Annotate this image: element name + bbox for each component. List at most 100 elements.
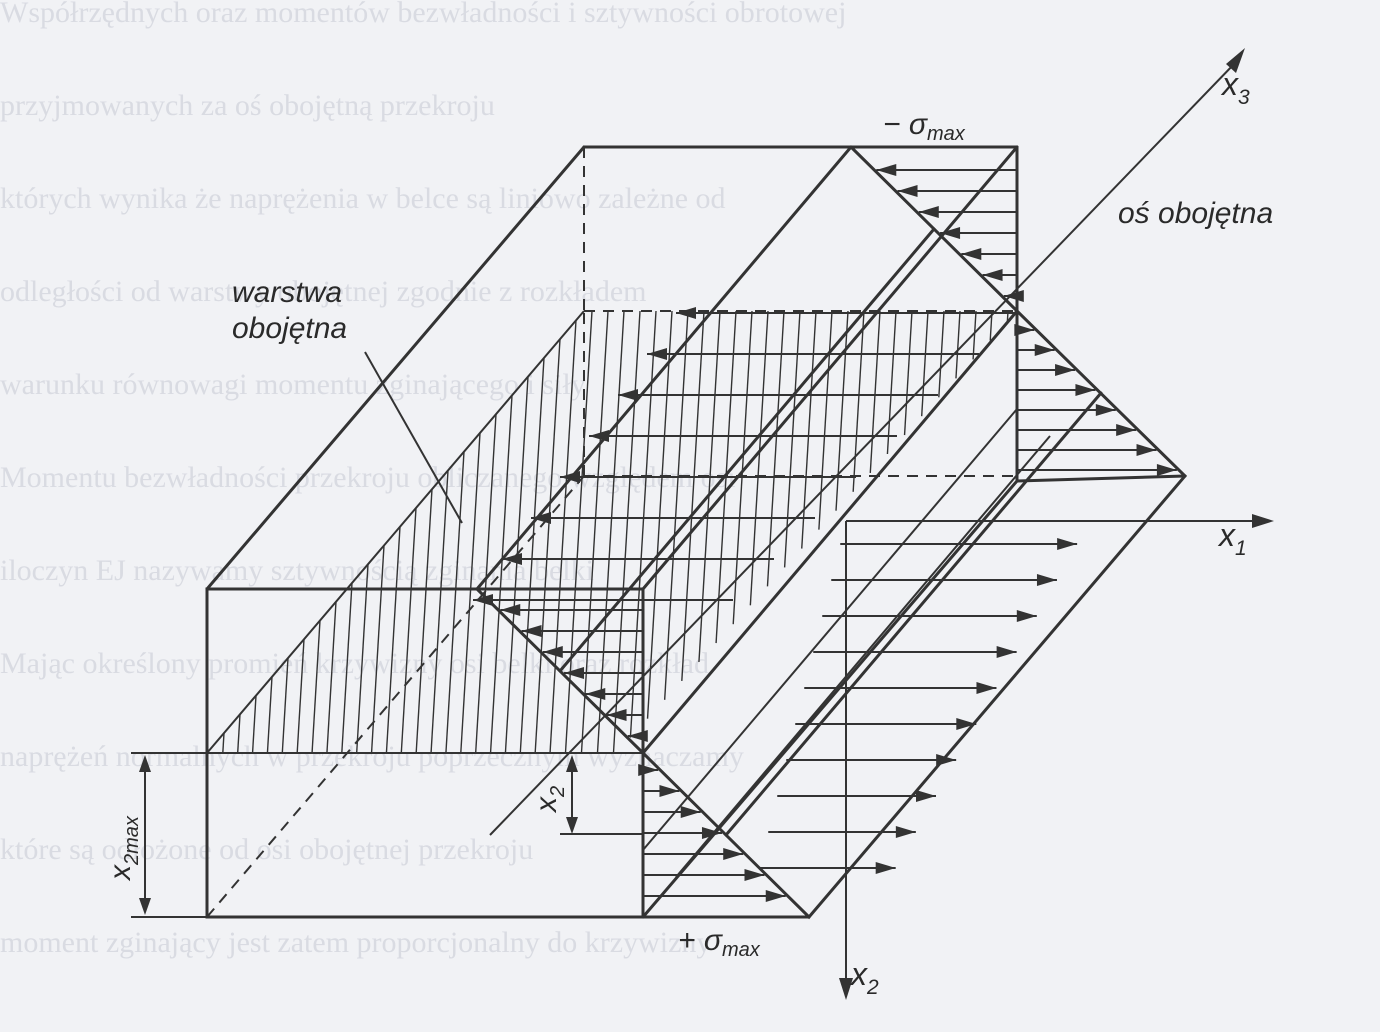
stress-arrowhead xyxy=(1136,444,1157,456)
hatch-line xyxy=(311,620,321,754)
hatch-line xyxy=(474,414,497,754)
stress-arrowhead xyxy=(659,785,680,797)
background-show-through-text: Współrzędnych oraz momentów bezwładności… xyxy=(0,0,846,959)
hatch-line xyxy=(732,310,753,625)
hatch-line xyxy=(663,310,689,700)
stress-arrowhead xyxy=(1003,290,1024,302)
x1-arrowhead xyxy=(1252,514,1274,528)
neutral-layer-label-line1: warstwa xyxy=(232,276,342,309)
hatch-line xyxy=(341,582,353,754)
hatch-line xyxy=(251,695,257,754)
stress-arrowhead xyxy=(996,646,1017,658)
stress-arrowhead xyxy=(647,348,667,360)
stress-arrowhead xyxy=(618,389,638,401)
stress-arrowhead xyxy=(1055,364,1076,376)
x3-axis xyxy=(489,61,1237,836)
stress-arrowhead xyxy=(897,185,918,197)
hatch-line xyxy=(972,310,977,360)
stress-arrowhead xyxy=(1156,464,1177,476)
stress-arrowhead xyxy=(956,718,977,730)
hatch-line xyxy=(818,310,833,530)
stress-arrowhead xyxy=(701,827,722,839)
hatch-line xyxy=(489,395,513,754)
sigma-max-compression-label: − σmax xyxy=(883,108,966,145)
stress-arrowhead xyxy=(982,269,1003,281)
stress-arrowhead xyxy=(1014,324,1035,336)
stress-arrowhead xyxy=(875,862,896,874)
stress-arrowhead xyxy=(961,248,982,260)
hatch-line xyxy=(326,601,337,754)
x2-dimension-label: x2 xyxy=(530,786,569,814)
stress-arrowhead xyxy=(502,553,522,565)
ghost-text-line: moment zginający jest zatem proporcjonal… xyxy=(0,926,711,959)
hatch-line xyxy=(236,714,241,754)
stress-arrowhead xyxy=(676,307,696,319)
hatch-line xyxy=(296,639,305,754)
hatch-line xyxy=(355,564,369,754)
stress-arrowhead xyxy=(473,594,493,606)
neutral-layer-label-line2: obojętna xyxy=(232,312,347,345)
hatch-line xyxy=(400,507,417,754)
stress-arrowhead xyxy=(1036,574,1057,586)
ghost-text-line: warunku równowagi momentu zginającego i … xyxy=(0,368,586,401)
stress-arrowhead xyxy=(895,826,916,838)
hatch-line xyxy=(445,451,465,754)
hatch-line xyxy=(596,310,625,754)
stress-arrowhead xyxy=(940,227,961,239)
stress-arrowhead xyxy=(564,667,585,679)
neutral-layer-leader xyxy=(364,351,463,524)
stress-arrowhead xyxy=(1034,344,1055,356)
stress-arrowhead xyxy=(876,164,897,176)
hatch-line xyxy=(415,489,433,754)
hatch-line xyxy=(681,310,705,681)
hatch-line xyxy=(783,310,801,568)
hatch-line xyxy=(920,310,929,417)
labels: warstwa obojętna oś obojętna − σmax + σm… xyxy=(104,66,1273,999)
ghost-text-line: odległości od warstwy obojętnej zgodnie … xyxy=(0,275,646,308)
hatch-line xyxy=(549,320,577,754)
stress-arrowhead xyxy=(723,848,744,860)
stress-arrowhead xyxy=(680,806,701,818)
coordinate-axes xyxy=(489,48,1274,1000)
hatch-line xyxy=(766,310,785,587)
hatch-line xyxy=(460,432,481,754)
stress-arrowhead xyxy=(1016,610,1037,622)
stress-arrowhead xyxy=(765,890,786,902)
hatch-line xyxy=(852,310,865,492)
hatch-line xyxy=(749,310,769,606)
ghost-text-line: przyjmowanych za oś obojętną przekroju xyxy=(0,89,495,122)
stress-arrowhead xyxy=(500,604,521,616)
hatch-line xyxy=(281,657,289,754)
hatch-line xyxy=(385,526,401,754)
stress-arrowhead xyxy=(606,709,627,721)
stress-arrows xyxy=(473,164,1177,902)
ghost-text-line: które są odłożone od osi obojętnej przek… xyxy=(0,833,533,866)
hatch-line xyxy=(534,339,561,754)
hatch-line xyxy=(646,310,673,719)
hatch-line xyxy=(612,310,641,754)
hatch-line xyxy=(903,310,913,436)
x2max-dimension-label: x2max xyxy=(104,815,143,882)
x2-arrowhead xyxy=(839,978,853,1000)
hatch-line xyxy=(222,733,225,754)
hatch-line xyxy=(430,470,449,754)
stress-arrowhead xyxy=(976,682,997,694)
hatch-line xyxy=(869,310,881,473)
beam-block-edges xyxy=(205,145,1188,920)
stress-arrowhead xyxy=(918,206,939,218)
stress-arrowhead xyxy=(1116,424,1137,436)
stress-arrowhead xyxy=(585,688,606,700)
stress-arrowhead xyxy=(542,646,563,658)
hatch-line xyxy=(886,310,897,455)
neutral-axis-label: oś obojętna xyxy=(1118,197,1273,230)
hatch-line xyxy=(955,310,961,379)
ghost-text-line: których wynika że naprężenia w belce są … xyxy=(0,182,726,215)
stress-arrowhead xyxy=(1075,384,1096,396)
dimension-lines xyxy=(131,351,643,918)
hatch-line xyxy=(504,376,529,754)
hatch-line xyxy=(266,676,273,754)
x1-label: x1 xyxy=(1217,517,1247,560)
sigma-max-tension-label: + σmax xyxy=(678,924,761,961)
hatch-line xyxy=(801,310,817,549)
